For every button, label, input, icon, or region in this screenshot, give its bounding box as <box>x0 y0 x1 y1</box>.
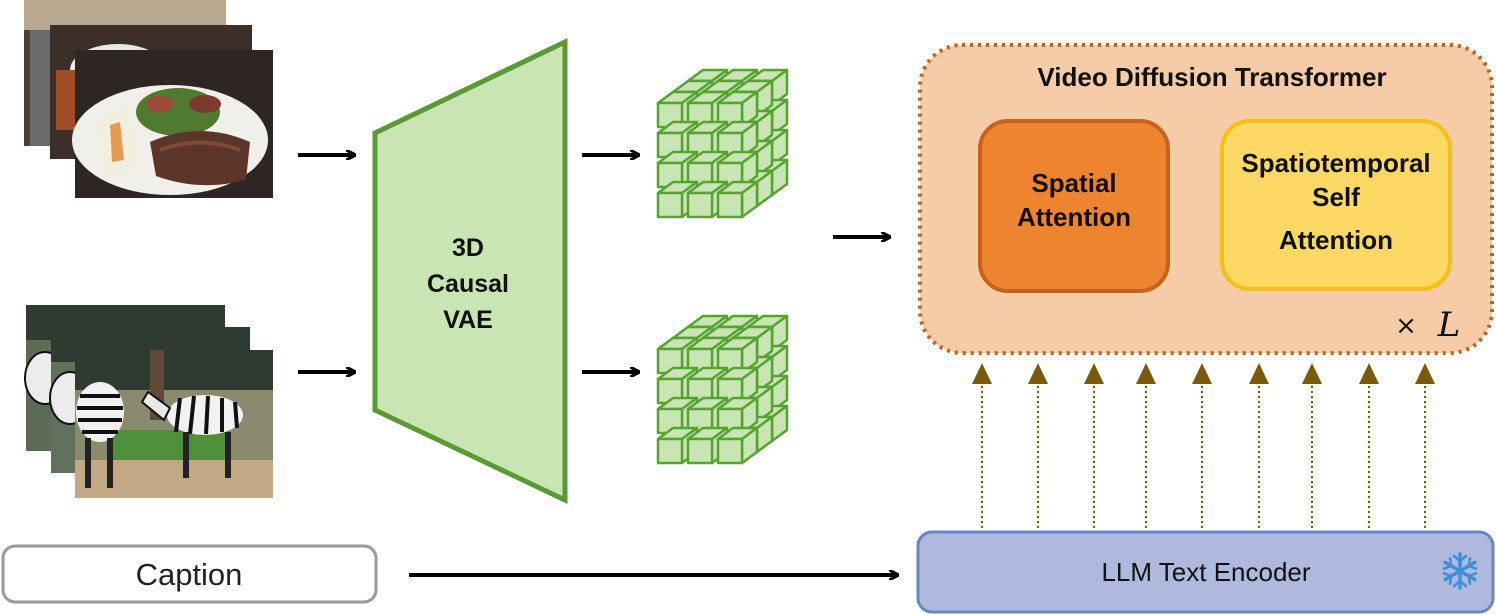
repeat-count-label: L <box>1437 305 1461 345</box>
conditioning-arrow <box>1359 363 1379 528</box>
caption-box: Caption <box>1 544 378 604</box>
llm-text-encoder-label: LLM Text Encoder <box>1101 557 1310 587</box>
food-photo-front <box>72 50 273 198</box>
spatiotemporal-attention-block: Spatiotemporal Self Attention <box>1220 119 1452 291</box>
conditioning-arrow <box>1415 363 1435 528</box>
latent-cube <box>716 180 759 219</box>
snowflake-icon <box>1442 552 1478 590</box>
latent-cube-stack-top <box>656 68 789 219</box>
conditioning-arrow <box>1136 363 1156 528</box>
spatial-attention-line1: Spatial <box>1031 168 1116 198</box>
spatiotemporal-attention-line2: Self <box>1312 182 1360 212</box>
conditioning-arrow <box>1249 363 1269 528</box>
repeat-times-l: × L <box>1395 305 1460 345</box>
conditioning-arrow <box>1028 363 1048 528</box>
text-conditioning-arrows <box>972 363 1435 528</box>
vae-label-line1: 3D <box>452 234 484 262</box>
latent-cube-stack-bottom <box>656 314 789 465</box>
vae-label-line3: VAE <box>443 306 493 334</box>
spatiotemporal-attention-line1: Spatiotemporal <box>1241 148 1430 178</box>
conditioning-arrow <box>972 363 992 528</box>
dit-title: Video Diffusion Transformer <box>1037 62 1386 92</box>
conditioning-arrow <box>1302 363 1322 528</box>
multiply-symbol: × <box>1395 311 1417 341</box>
conditioning-arrow <box>1192 363 1212 528</box>
spatial-attention-block: Spatial Attention <box>978 119 1170 293</box>
food-photo-stack <box>24 0 273 198</box>
conditioning-arrow <box>1084 363 1104 528</box>
zebra-photo-stack <box>24 305 273 498</box>
vae-label-line2: Causal <box>427 270 509 298</box>
spatial-attention-line2: Attention <box>1017 202 1131 232</box>
latent-cube <box>716 426 759 465</box>
vae-block: 3D Causal VAE <box>372 38 568 504</box>
zebra-photo-front <box>75 350 273 498</box>
llm-text-encoder-block: LLM Text Encoder <box>916 530 1495 614</box>
dit-block: Video Diffusion Transformer Spatial Atte… <box>918 43 1494 355</box>
caption-label: Caption <box>136 557 243 592</box>
spatiotemporal-attention-line3: Attention <box>1279 225 1393 255</box>
